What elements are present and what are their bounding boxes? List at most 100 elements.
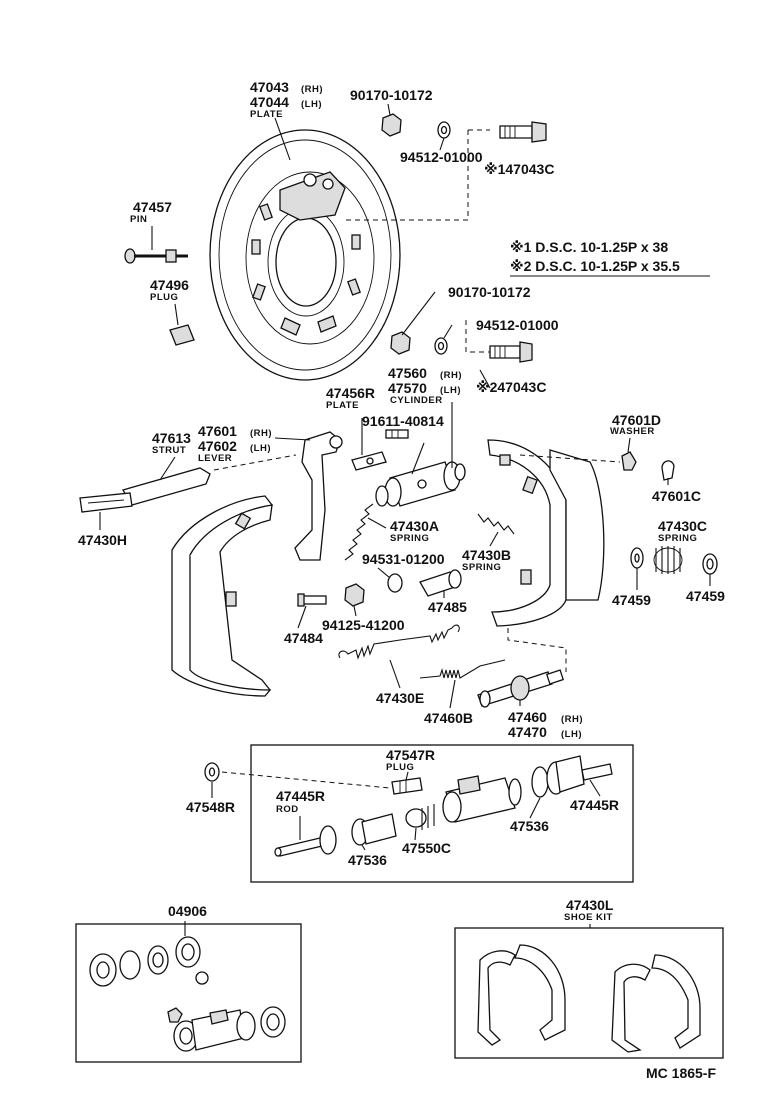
label-washer-top: 94512-01000: [400, 149, 483, 165]
label-spring-550: 47550C: [402, 840, 451, 856]
label-boot-548: 47548R: [186, 799, 235, 815]
leader-lines: [99, 103, 711, 936]
label-cup536-right: 47536: [510, 818, 549, 834]
label-cyl-name: CYLINDER: [390, 395, 443, 406]
label-nut-top: 90170-10172: [350, 87, 433, 103]
cylinder-body-drawing: [442, 775, 522, 823]
adjuster-47460-drawing: [477, 669, 565, 708]
label-washer-d-name: WASHER: [610, 426, 655, 437]
label-bolt3: 91611-40814: [362, 413, 444, 429]
label-kit-04906: 04906: [168, 903, 207, 919]
label-cup536-left: 47536: [348, 852, 387, 868]
spring-47430e-drawing: [338, 624, 460, 660]
dash-adjuster: [507, 628, 567, 672]
label-lever-lh: 47602: [198, 438, 237, 454]
label-bleeder: 47484: [284, 630, 323, 646]
label-plate-lh: 47044: [250, 94, 289, 110]
label-pin: 47457: [133, 199, 172, 215]
spring-cups-47430c-drawing: [630, 546, 718, 575]
label-lever-rh: 47601: [198, 423, 237, 439]
label-kit-shoe: 47430L: [566, 897, 614, 913]
footer-code: MC 1865-F: [646, 1065, 716, 1081]
washer-47601d-drawing: [621, 451, 637, 471]
left-shoe-drawing: [171, 495, 274, 697]
label-spring-c-name: SPRING: [658, 533, 697, 544]
label-strut-h: 47430H: [78, 532, 127, 548]
label-nut-e: 94125-41200: [322, 617, 405, 633]
spring-47460b-drawing: [419, 659, 506, 679]
label-cyl-rh-side: (RH): [440, 370, 462, 381]
label-plug2-name: PLUG: [386, 762, 414, 773]
label-plate2: 47456R: [326, 385, 375, 401]
label-washer-mid: 94512-01000: [476, 317, 559, 333]
label-spring-60b: 47460B: [424, 710, 473, 726]
spring-47430b-drawing: [477, 513, 515, 535]
label-kit-shoe-name: SHOE KIT: [564, 912, 613, 923]
label-clip-c: 47601C: [652, 488, 701, 504]
rod-left-drawing: [274, 804, 435, 857]
label-adj-lh: 47470: [508, 724, 547, 740]
piston-right-drawing: [531, 755, 613, 798]
label-pin-name: PIN: [130, 214, 147, 225]
bolt-91611: [385, 429, 409, 439]
spring-47430a-drawing: [344, 503, 374, 561]
label-plate2-name: PLATE: [326, 400, 359, 411]
clip-47601c-drawing: [661, 460, 675, 481]
note-2: ※2 D.S.C. 10-1.25P x 35.5: [510, 258, 680, 274]
kit-04906-box: [75, 923, 302, 1063]
dash-47601d: [519, 454, 621, 463]
label-strut: 47613: [152, 430, 191, 446]
backing-plate-drawing: [209, 129, 401, 381]
label-cap: 47485: [428, 599, 467, 615]
label-cup-right: 47459: [686, 588, 725, 604]
label-bolt2: ※247043C: [476, 379, 546, 395]
cap-47485-drawing: [419, 569, 462, 597]
lever-strut-drawing: [79, 431, 387, 561]
label-cyl-lh: 47570: [388, 380, 427, 396]
plug-47547r-drawing: [391, 777, 423, 795]
label-plate-rh: 47043: [250, 79, 289, 95]
cylinder-detail-box: [250, 744, 634, 883]
label-spring-a: 47430A: [390, 518, 439, 534]
right-shoe-drawing: [487, 439, 605, 627]
label-spring-b-name: SPRING: [462, 562, 501, 573]
label-adj-lh-side: (LH): [561, 729, 582, 740]
label-cyl-rh: 47560: [388, 365, 427, 381]
label-rod-left: 47445R: [276, 788, 325, 804]
label-spring-c: 47430C: [658, 518, 707, 534]
bleeder-47484-drawing: [297, 593, 327, 607]
label-plate-name: PLATE: [250, 109, 283, 120]
pin-drawing: [124, 248, 188, 264]
label-rod-right: 47445R: [570, 797, 619, 813]
label-rod-left-name: ROD: [276, 804, 299, 815]
shoe-kit-parts: [477, 944, 701, 1053]
label-cyl-lh-side: (LH): [440, 385, 461, 396]
label-washer-e: 94531-01200: [362, 551, 445, 567]
label-nut-mid: 90170-10172: [448, 284, 531, 300]
mid-fasteners: [390, 331, 533, 363]
label-plate-rh-side: (RH): [301, 84, 323, 95]
shoe-kit-box: [454, 927, 724, 1059]
label-bolt1: ※147043C: [484, 161, 554, 177]
washer-94531-drawing: [387, 573, 403, 593]
label-plug-name: PLUG: [150, 292, 178, 303]
kit-04906-parts: [89, 936, 286, 1052]
nut-94125-drawing: [344, 583, 365, 607]
label-washer-d: 47601D: [612, 412, 661, 428]
label-spring-a-name: SPRING: [390, 533, 429, 544]
label-plug: 47496: [150, 277, 189, 293]
label-spring-e: 47430E: [376, 690, 424, 706]
label-lever-lh-side: (LH): [250, 443, 271, 454]
label-strut-name: STRUT: [152, 445, 186, 456]
label-plate-lh-side: (LH): [301, 99, 322, 110]
note-1: ※1 D.S.C. 10-1.25P x 38: [510, 239, 668, 255]
label-lever-name: LEVER: [198, 453, 232, 464]
label-adj-rh-side: (RH): [561, 714, 583, 725]
wheel-cylinder-drawing: [375, 461, 466, 507]
label-plug2: 47547R: [386, 747, 435, 763]
label-lever-rh-side: (RH): [250, 428, 272, 439]
top-fasteners: [381, 113, 547, 143]
plug-drawing: [169, 324, 195, 346]
label-adj-rh: 47460: [508, 709, 547, 725]
